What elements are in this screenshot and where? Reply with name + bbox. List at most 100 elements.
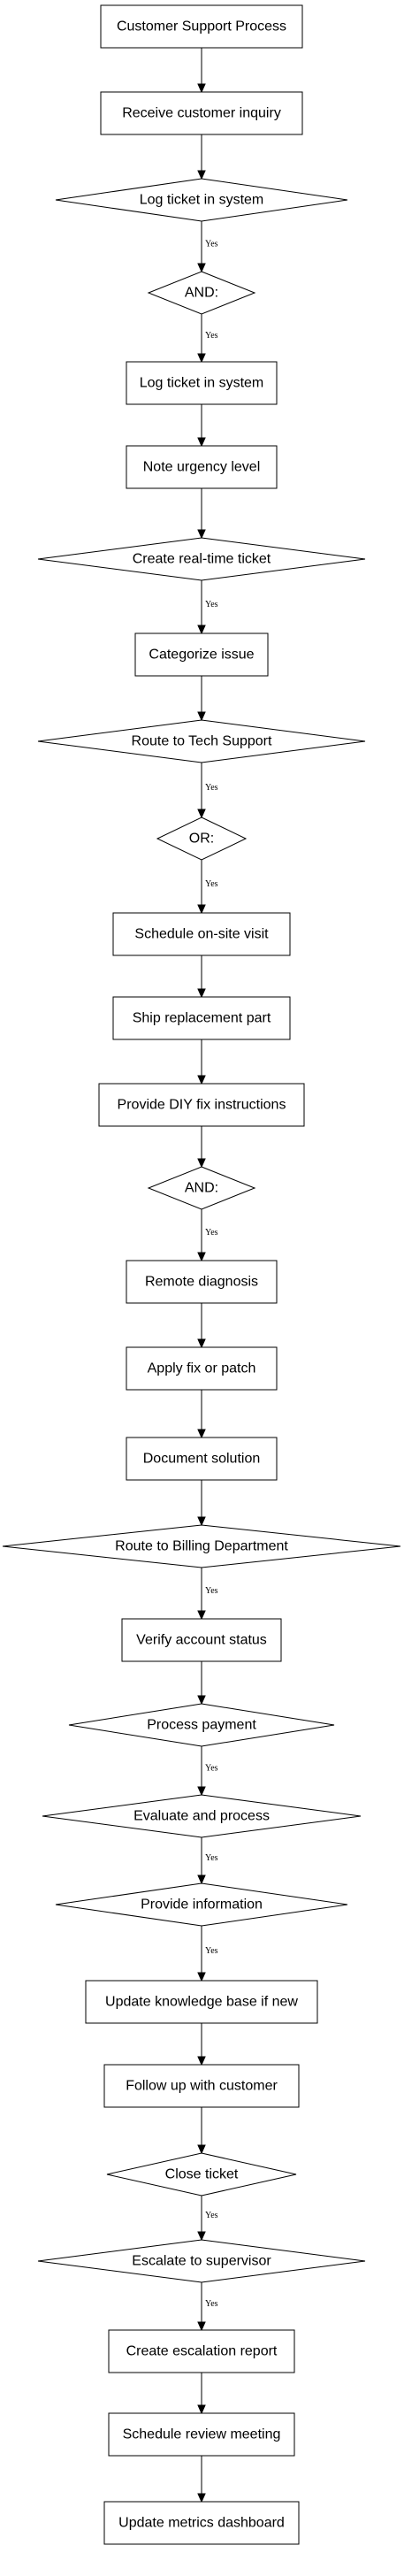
node-label: AND: [185,286,218,301]
arrowhead-icon [197,529,206,540]
flow-edge-n17-n18 [197,1480,206,1527]
flow-edge-n27-n28 [197,2373,206,2415]
flow-node-n25: Close ticket [106,2152,297,2196]
flow-node-n19: Verify account status [121,1618,282,1662]
process-box [126,1260,278,1304]
flow-node-n9: Route to Tech Support [37,719,366,763]
flow-edge-n2-n3 [197,134,206,180]
node-label: Follow up with customer [126,2079,278,2094]
arrowhead-icon [197,1786,206,1797]
flow-node-n1: Customer Support Process [100,4,303,49]
flow-node-n12: Ship replacement part [112,996,291,1040]
flow-node-n26: Escalate to supervisor [37,2239,366,2283]
flow-edge-n23-n24 [197,2023,206,2066]
arrowhead-icon [197,2144,206,2155]
process-box [108,2329,295,2373]
process-box [103,2501,300,2545]
edge-label: Yes [205,1853,218,1863]
decision-diamond [147,271,256,315]
flow-edge-n11-n12 [197,955,206,999]
edge-label: Yes [205,1228,218,1238]
process-box [85,1980,318,2024]
node-label: Ship replacement part [133,1011,271,1026]
decision-diamond [156,816,248,861]
process-box [121,1618,282,1662]
flow-edge-n12-n13 [197,1039,206,1085]
process-box [126,1437,278,1481]
flow-node-n27: Create escalation report [108,2329,295,2373]
node-label: Remote diagnosis [145,1275,258,1290]
flow-node-n15: Remote diagnosis [126,1260,278,1304]
arrowhead-icon [197,2493,206,2503]
node-label: Customer Support Process [117,19,286,34]
edge-label: Yes [205,1764,218,1774]
flow-edge-n24-n25 [197,2107,206,2155]
process-box [103,2064,300,2108]
arrowhead-icon [197,83,206,94]
node-label: Provide information [141,1898,263,1913]
arrowhead-icon [197,2231,206,2242]
node-label: Verify account status [136,1633,267,1648]
flow-edge-n7-n8: Yes [197,580,218,635]
node-label: Route to Tech Support [132,734,272,749]
flow-node-n11: Schedule on-site visit [112,912,291,956]
decision-diamond [42,1794,362,1838]
flow-node-n17: Document solution [126,1437,278,1481]
flow-edge-n1-n2 [197,48,206,94]
process-box [98,1083,305,1127]
flow-edge-n20-n21: Yes [197,1746,218,1797]
node-label: Process payment [147,1718,256,1733]
flow-edge-n25-n26: Yes [197,2196,218,2242]
edge-label: Yes [205,2211,218,2220]
arrowhead-icon [197,1158,206,1169]
node-label: Schedule on-site visit [134,927,269,942]
arrowhead-icon [197,2321,206,2332]
decision-diamond [2,1524,401,1568]
decision-diamond [55,1882,348,1927]
edge-label: Yes [205,331,218,341]
node-label: Log ticket in system [140,193,264,208]
flow-node-n8: Categorize issue [134,632,269,677]
process-box [100,91,303,135]
node-label: Document solution [143,1452,261,1467]
flow-node-n5: Log ticket in system [126,361,278,405]
process-box [112,996,291,1040]
flow-node-n10: OR: [156,816,248,861]
decision-diamond [68,1703,335,1747]
node-label: Note urgency level [143,460,261,475]
node-label: Log ticket in system [140,376,264,391]
node-label: Receive customer inquiry [122,106,281,121]
arrowhead-icon [197,988,206,999]
arrowhead-icon [197,1516,206,1527]
node-label: Evaluate and process [133,1809,270,1824]
arrowhead-icon [197,2404,206,2415]
flow-edge-n5-n6 [197,404,206,448]
process-box [112,912,291,956]
flow-node-n28: Schedule review meeting [108,2412,295,2457]
arrowhead-icon [197,1338,206,1349]
flow-edge-n10-n11: Yes [197,860,218,915]
arrowhead-icon [197,353,206,364]
flow-edge-n9-n10: Yes [197,763,218,819]
arrowhead-icon [197,1429,206,1439]
arrowhead-icon [197,1610,206,1621]
process-box [126,361,278,405]
process-box [126,445,278,489]
node-label: Provide DIY fix instructions [118,1098,286,1113]
node-label: Create escalation report [126,2344,278,2359]
node-label: Route to Billing Department [115,1539,288,1554]
arrowhead-icon [197,1972,206,1982]
flow-node-n16: Apply fix or patch [126,1346,278,1391]
arrowhead-icon [197,1695,206,1706]
edge-label: Yes [205,879,218,889]
edge-label: Yes [205,1586,218,1596]
node-label: Apply fix or patch [148,1361,256,1376]
arrowhead-icon [197,263,206,273]
node-label: Escalate to supervisor [132,2254,271,2269]
decision-diamond [37,2239,366,2283]
flow-node-n18: Route to Billing Department [2,1524,401,1568]
edge-label: Yes [205,2299,218,2309]
arrowhead-icon [197,1874,206,1885]
decision-diamond [106,2152,297,2196]
